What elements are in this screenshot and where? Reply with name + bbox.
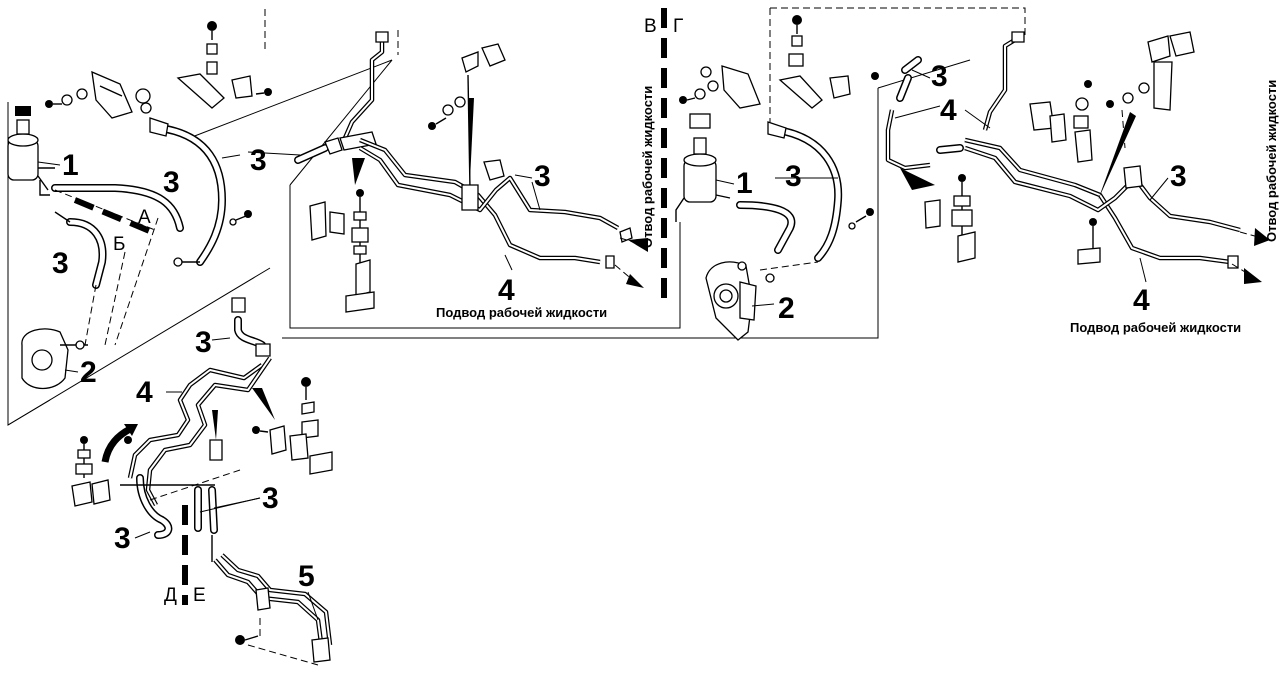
section-letter-a: А xyxy=(138,207,151,228)
section-cuts xyxy=(73,8,667,605)
section-letter-v: В xyxy=(644,16,657,37)
callout-3: 3 xyxy=(195,326,212,359)
text-labels: Подвод рабочей жидкости Подвод рабочей ж… xyxy=(436,80,1279,335)
reservoir-icon xyxy=(7,106,55,191)
supply-label-left: Подвод рабочей жидкости xyxy=(436,305,607,320)
callout-4: 4 xyxy=(136,376,153,409)
bolt-icon xyxy=(924,174,1101,265)
supply-label-right: Подвод рабочей жидкости xyxy=(1070,320,1241,335)
callout-4: 4 xyxy=(1133,284,1150,317)
clamp-icon xyxy=(176,73,272,109)
callout-3: 3 xyxy=(1170,160,1187,193)
callout-3: 3 xyxy=(163,166,180,199)
bracket-icon xyxy=(91,70,133,119)
callout-5: 5 xyxy=(298,560,315,593)
section-letter-b: Б xyxy=(113,234,125,255)
pump-icon xyxy=(21,328,88,390)
callout-1: 1 xyxy=(62,149,79,182)
flow-arrow-icon xyxy=(1231,228,1270,284)
flow-arrow-icon xyxy=(614,237,648,288)
callout-3: 3 xyxy=(262,482,279,515)
clamp-icon xyxy=(778,72,879,109)
clamp-icon xyxy=(428,43,633,269)
callout-3: 3 xyxy=(534,160,551,193)
callout-1: 1 xyxy=(736,167,753,200)
bolt-icon xyxy=(309,189,375,313)
bolt-icon xyxy=(679,15,874,230)
right-assembly xyxy=(675,15,1270,341)
clamp-icon xyxy=(1029,31,1239,269)
return-label-right: Отвод рабочей жидкости xyxy=(1264,80,1279,242)
callout-4: 4 xyxy=(940,94,957,127)
section-letter-g: Г xyxy=(673,16,683,37)
callout-3: 3 xyxy=(931,60,948,93)
section-letter-d: Д xyxy=(164,585,177,606)
cut-line-a-b xyxy=(73,197,154,235)
callout-3: 3 xyxy=(114,522,131,555)
callout-4: 4 xyxy=(498,274,515,307)
callout-3: 3 xyxy=(52,247,69,280)
frame-lines xyxy=(7,7,1026,426)
callout-numbers: 1 3 3 2 3 3 4 1 3 2 3 4 3 4 3 4 3 3 5 xyxy=(37,60,1187,621)
callout-2: 2 xyxy=(778,292,795,325)
clamp-icon xyxy=(235,587,331,663)
section-letter-e: Е xyxy=(193,585,206,606)
callout-3: 3 xyxy=(250,144,267,177)
bottom-assembly xyxy=(71,297,333,666)
pump-icon xyxy=(705,261,775,341)
bracket-icon xyxy=(721,65,761,109)
bolt-icon xyxy=(45,21,252,226)
bolt-icon xyxy=(71,377,333,507)
center-left-pipes xyxy=(294,30,648,313)
callout-2: 2 xyxy=(80,356,97,389)
return-label-left: Отвод рабочей жидкости xyxy=(640,86,655,248)
section-letters: А Б В Г Д Е xyxy=(113,16,683,606)
reservoir-icon xyxy=(675,113,731,222)
callout-3: 3 xyxy=(785,160,802,193)
left-top-assembly xyxy=(7,21,272,390)
